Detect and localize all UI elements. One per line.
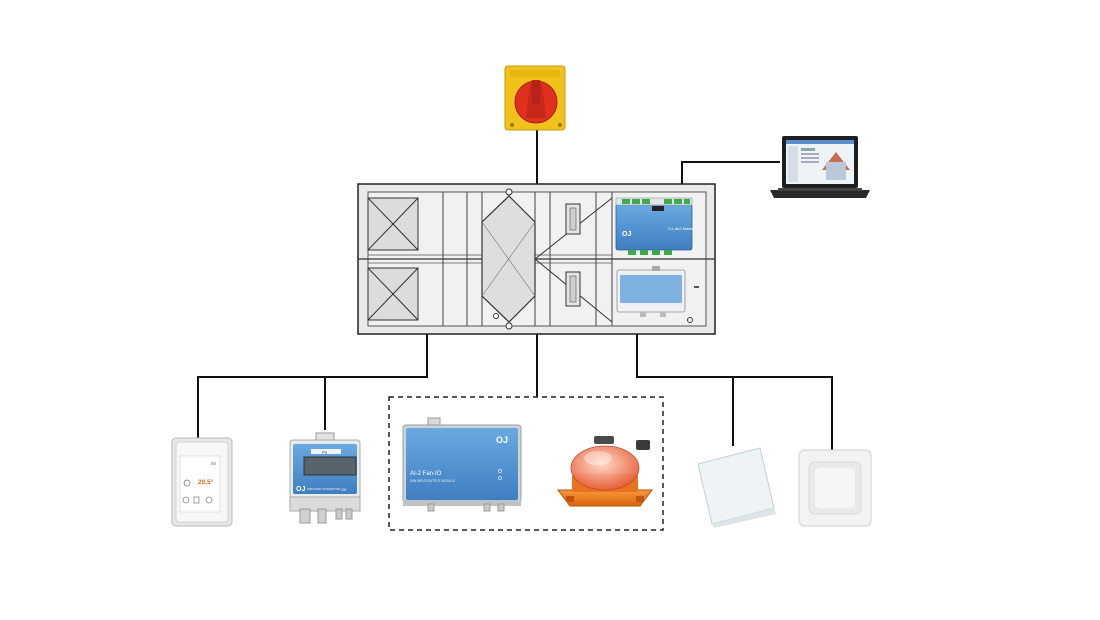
controller-title: OJ-Air2 Master [668, 226, 696, 231]
display-fan-icon [193, 496, 200, 504]
display-settings-icon [182, 496, 190, 504]
io-group-dashed-box [388, 396, 664, 531]
transmitter-logo: OJ [296, 486, 305, 493]
transmitter-ok-label: OK [341, 487, 347, 492]
transmitter-lcd [303, 456, 357, 476]
fan-module-led-2 [498, 476, 502, 480]
fan-module-logo: OJ [496, 435, 508, 445]
controller-module: OJ-Air2 Master OJ [615, 197, 696, 255]
fan-io-module: OJ AI-2 Fan-IO FAN INPUT/OUTPUT MODULE [402, 417, 522, 512]
display-temperature: 20,5° [198, 478, 214, 486]
line-ahu-to-left-bus [197, 334, 428, 440]
display-heat-icon [205, 496, 213, 504]
wall-sensor-square [798, 449, 872, 527]
display-power-icon [183, 479, 191, 487]
transmitter-unit-tag: Pa [322, 450, 328, 455]
touch-display: 20,5° [171, 437, 233, 527]
differential-pressure-switch [557, 436, 653, 507]
line-ahu-to-right-bus [636, 334, 833, 450]
transmitter-subtitle: PRESSURE TRANSMITTER [307, 487, 341, 491]
air-handling-unit: OJ-Air2 Master OJ [357, 183, 716, 335]
safety-switch [504, 65, 566, 131]
room-sensor-white [697, 447, 776, 528]
controller-logo: OJ [622, 231, 631, 238]
laptop [770, 136, 870, 198]
fan-module-subtitle: FAN INPUT/OUTPUT MODULE [410, 479, 455, 483]
fan-module-title: AI-2 Fan-IO [410, 471, 442, 477]
pressure-transmitter: Pa OJ PRESSURE TRANSMITTER OK [289, 432, 361, 524]
io-module [616, 266, 686, 317]
fan-module-led-1 [498, 469, 502, 473]
